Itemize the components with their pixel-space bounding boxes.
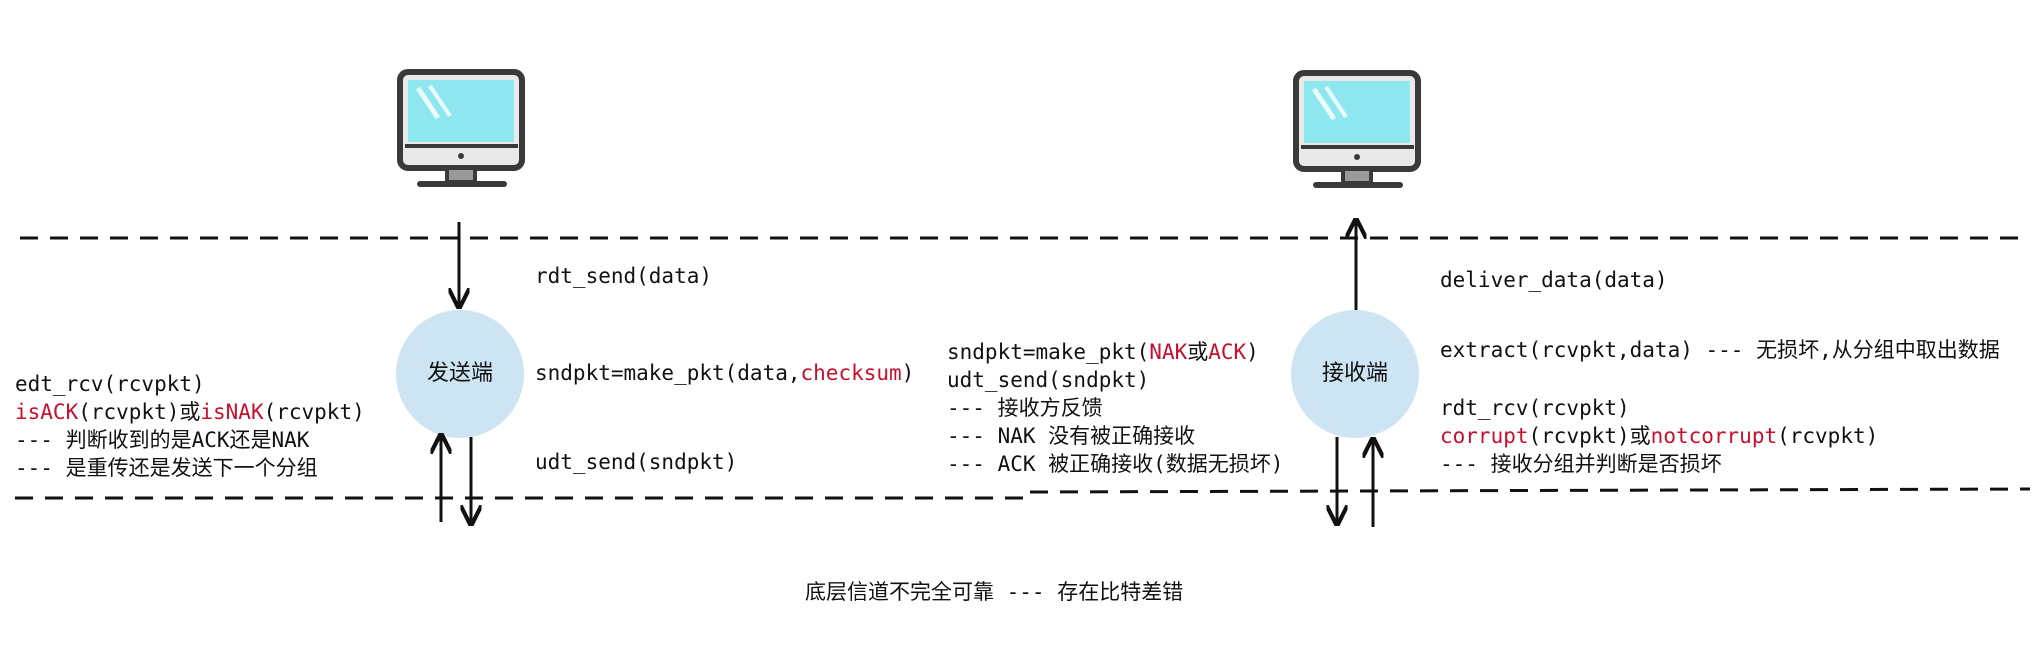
middle-line2: udt_send(sndpkt) — [947, 368, 1150, 392]
middle-line4: --- NAK 没有被正确接收 — [947, 424, 1196, 448]
left-note-line3: --- 判断收到的是ACK还是NAK — [15, 428, 310, 452]
sender-computer-icon — [397, 69, 525, 187]
sender-node-label: 发送端 — [426, 361, 493, 386]
left-note-line1: edt_rcv(rcvpkt) — [15, 372, 205, 396]
sender-make-pkt: sndpkt=make_pkt(data,checksum) — [535, 361, 915, 385]
sender-udt-send: udt_send(sndpkt) — [535, 450, 738, 474]
middle-line5: --- ACK 被正确接收(数据无损坏) — [947, 452, 1284, 476]
receiver-computer-icon — [1293, 70, 1421, 188]
extract-label: extract(rcvpkt,data) --- 无损坏,从分组中取出数据 — [1440, 338, 2000, 362]
lower-boundary-line-right — [1029, 487, 2031, 494]
left-note-line2: isACK(rcvpkt)或isNAK(rcvpkt) — [15, 400, 365, 424]
corrupt-label: corrupt(rcvpkt)或notcorrupt(rcvpkt) — [1440, 424, 1879, 448]
rdt-send-label: rdt_send(data) — [535, 264, 713, 288]
channel-footer: 底层信道不完全可靠 --- 存在比特差错 — [805, 580, 1184, 604]
receiver-node-label: 接收端 — [1321, 361, 1388, 386]
receiver-note: --- 接收分组并判断是否损坏 — [1440, 452, 1722, 476]
middle-line3: --- 接收方反馈 — [947, 396, 1103, 420]
rdt-rcv-label: rdt_rcv(rcvpkt) — [1440, 396, 1630, 420]
deliver-data-label: deliver_data(data) — [1440, 268, 1668, 292]
left-note-line4: --- 是重传还是发送下一个分组 — [15, 456, 318, 480]
middle-line1: sndpkt=make_pkt(NAK或ACK) — [947, 340, 1259, 364]
receiver-node — [1291, 310, 1419, 438]
sender-node — [396, 310, 524, 438]
